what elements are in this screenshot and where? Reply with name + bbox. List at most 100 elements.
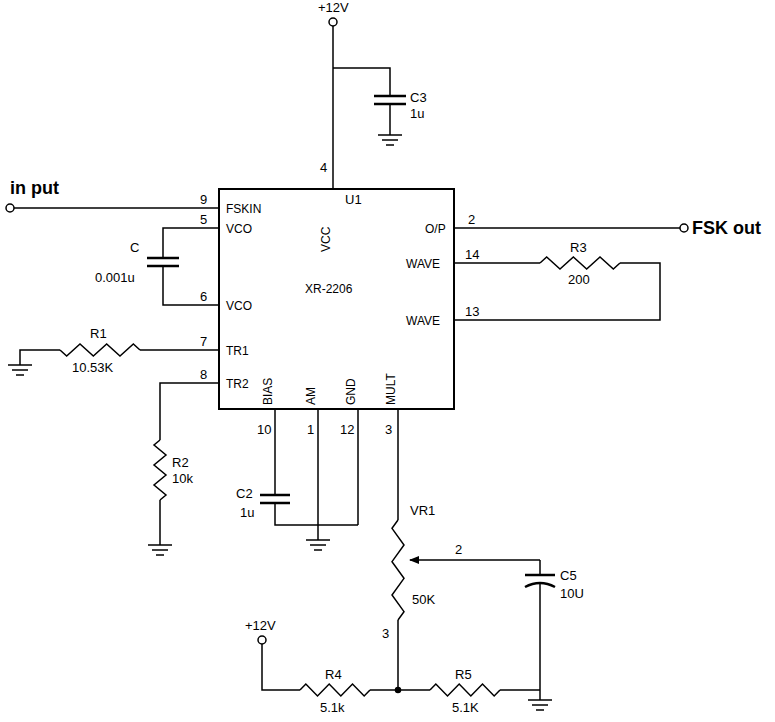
wire-group — [6, 18, 688, 700]
ground-symbol — [310, 544, 326, 546]
pin-number: 6 — [200, 289, 207, 304]
component-label: R3 — [570, 240, 587, 255]
wire — [160, 383, 218, 545]
ic-chip: XR-2206 FSKIN VCO VCO TR1TR2 VCC O/P WAVE WAVE BI… — [218, 188, 455, 410]
component-label: C2 — [236, 486, 253, 501]
wire — [275, 410, 358, 540]
wire — [539, 583, 541, 700]
pin-name: WAVE — [406, 314, 440, 328]
component-label: +12V — [318, 0, 349, 15]
pin-name: BIAS — [261, 378, 275, 405]
symbol-group — [8, 135, 620, 710]
signal-name: in put — [10, 178, 59, 198]
pin-number: 8 — [200, 367, 207, 382]
pin-number: 200 — [568, 272, 590, 287]
component-label: 50K — [412, 592, 435, 607]
component-label: C3 — [410, 90, 427, 105]
wire — [397, 410, 399, 690]
pin-number: 10 — [257, 422, 271, 437]
ground-symbol — [152, 549, 168, 551]
resistor-symbol — [300, 684, 370, 696]
pin-number: 4 — [320, 160, 327, 175]
component-label: 1u — [240, 505, 254, 520]
pin-name: VCC — [319, 227, 333, 252]
terminal — [258, 636, 266, 644]
resistor-symbol — [60, 344, 140, 356]
wiper-arrow — [410, 559, 540, 561]
wire — [14, 207, 218, 209]
wire — [332, 26, 334, 188]
ground-symbol — [306, 539, 330, 541]
component-label: R5 — [455, 667, 472, 682]
pin-number: 2 — [455, 542, 462, 557]
capacitor-symbol — [374, 96, 406, 104]
ground-symbol — [536, 709, 544, 711]
pin-name: VCO — [226, 299, 252, 313]
junction-dot — [396, 688, 401, 693]
terminal — [6, 204, 14, 212]
component-label: 5.1k — [320, 700, 345, 715]
component-label: 5.1K — [452, 700, 479, 715]
pin-number: 1 — [307, 422, 314, 437]
pin-name: AM — [304, 387, 318, 405]
pin-name: O/P — [425, 222, 446, 236]
component-label: R1 — [90, 326, 107, 341]
component-label: 10k — [172, 471, 193, 486]
wire — [274, 410, 276, 495]
pin-number: 3 — [385, 422, 392, 437]
resistor-symbol — [430, 684, 500, 696]
resistor-symbol — [392, 520, 404, 620]
wire — [163, 228, 218, 258]
pin-name: TR2 — [226, 377, 249, 391]
capacitor-symbol — [147, 258, 179, 266]
terminal — [680, 224, 688, 232]
pin-number: 14 — [465, 247, 479, 262]
component-label: U1 — [345, 192, 362, 207]
pin-name: TR1 — [226, 344, 249, 358]
ground-symbol — [156, 554, 164, 556]
ground-symbol — [12, 369, 28, 371]
ground-symbol — [378, 134, 402, 136]
wire — [455, 263, 660, 320]
pin-number: 13 — [465, 304, 479, 319]
pin-name: GND — [344, 378, 358, 405]
component-label: R2 — [172, 455, 189, 470]
pin-number: 12 — [340, 422, 354, 437]
component-label: +12V — [245, 618, 276, 633]
component-label: 10.53K — [72, 360, 113, 375]
pin-name: VCO — [226, 222, 252, 236]
component-label: C5 — [560, 568, 577, 583]
wire — [389, 104, 391, 135]
pin-number: 7 — [200, 334, 207, 349]
capacitor-symbol — [260, 495, 290, 503]
component-label: 0.001u — [95, 270, 135, 285]
wire — [333, 68, 390, 96]
ground-symbol — [148, 544, 172, 546]
pin-name: WAVE — [406, 257, 440, 271]
ground-symbol — [532, 704, 548, 706]
terminal — [329, 18, 337, 26]
component-label: 1u — [410, 106, 424, 121]
ground-symbol — [16, 374, 24, 376]
wire — [262, 644, 540, 690]
ground-symbol — [382, 139, 398, 141]
resistor-symbol — [154, 440, 166, 500]
pin-name: MULT — [384, 373, 398, 405]
component-label: 10U — [560, 586, 584, 601]
capacitor-symbol — [525, 574, 555, 577]
wire — [163, 266, 218, 305]
pin-number: 3 — [382, 626, 389, 641]
wire — [20, 350, 218, 365]
wire — [539, 560, 541, 575]
pin-number: 9 — [200, 192, 207, 207]
ground-symbol — [528, 699, 552, 701]
pin-name: FSKIN — [226, 202, 261, 216]
ground-symbol — [386, 144, 394, 146]
component-label: VR1 — [410, 503, 435, 518]
wire — [455, 227, 680, 229]
part-number: XR-2206 — [305, 282, 352, 296]
resistor-symbol — [540, 257, 620, 269]
signal-name: FSK out — [692, 218, 761, 238]
ground-symbol — [8, 364, 32, 366]
